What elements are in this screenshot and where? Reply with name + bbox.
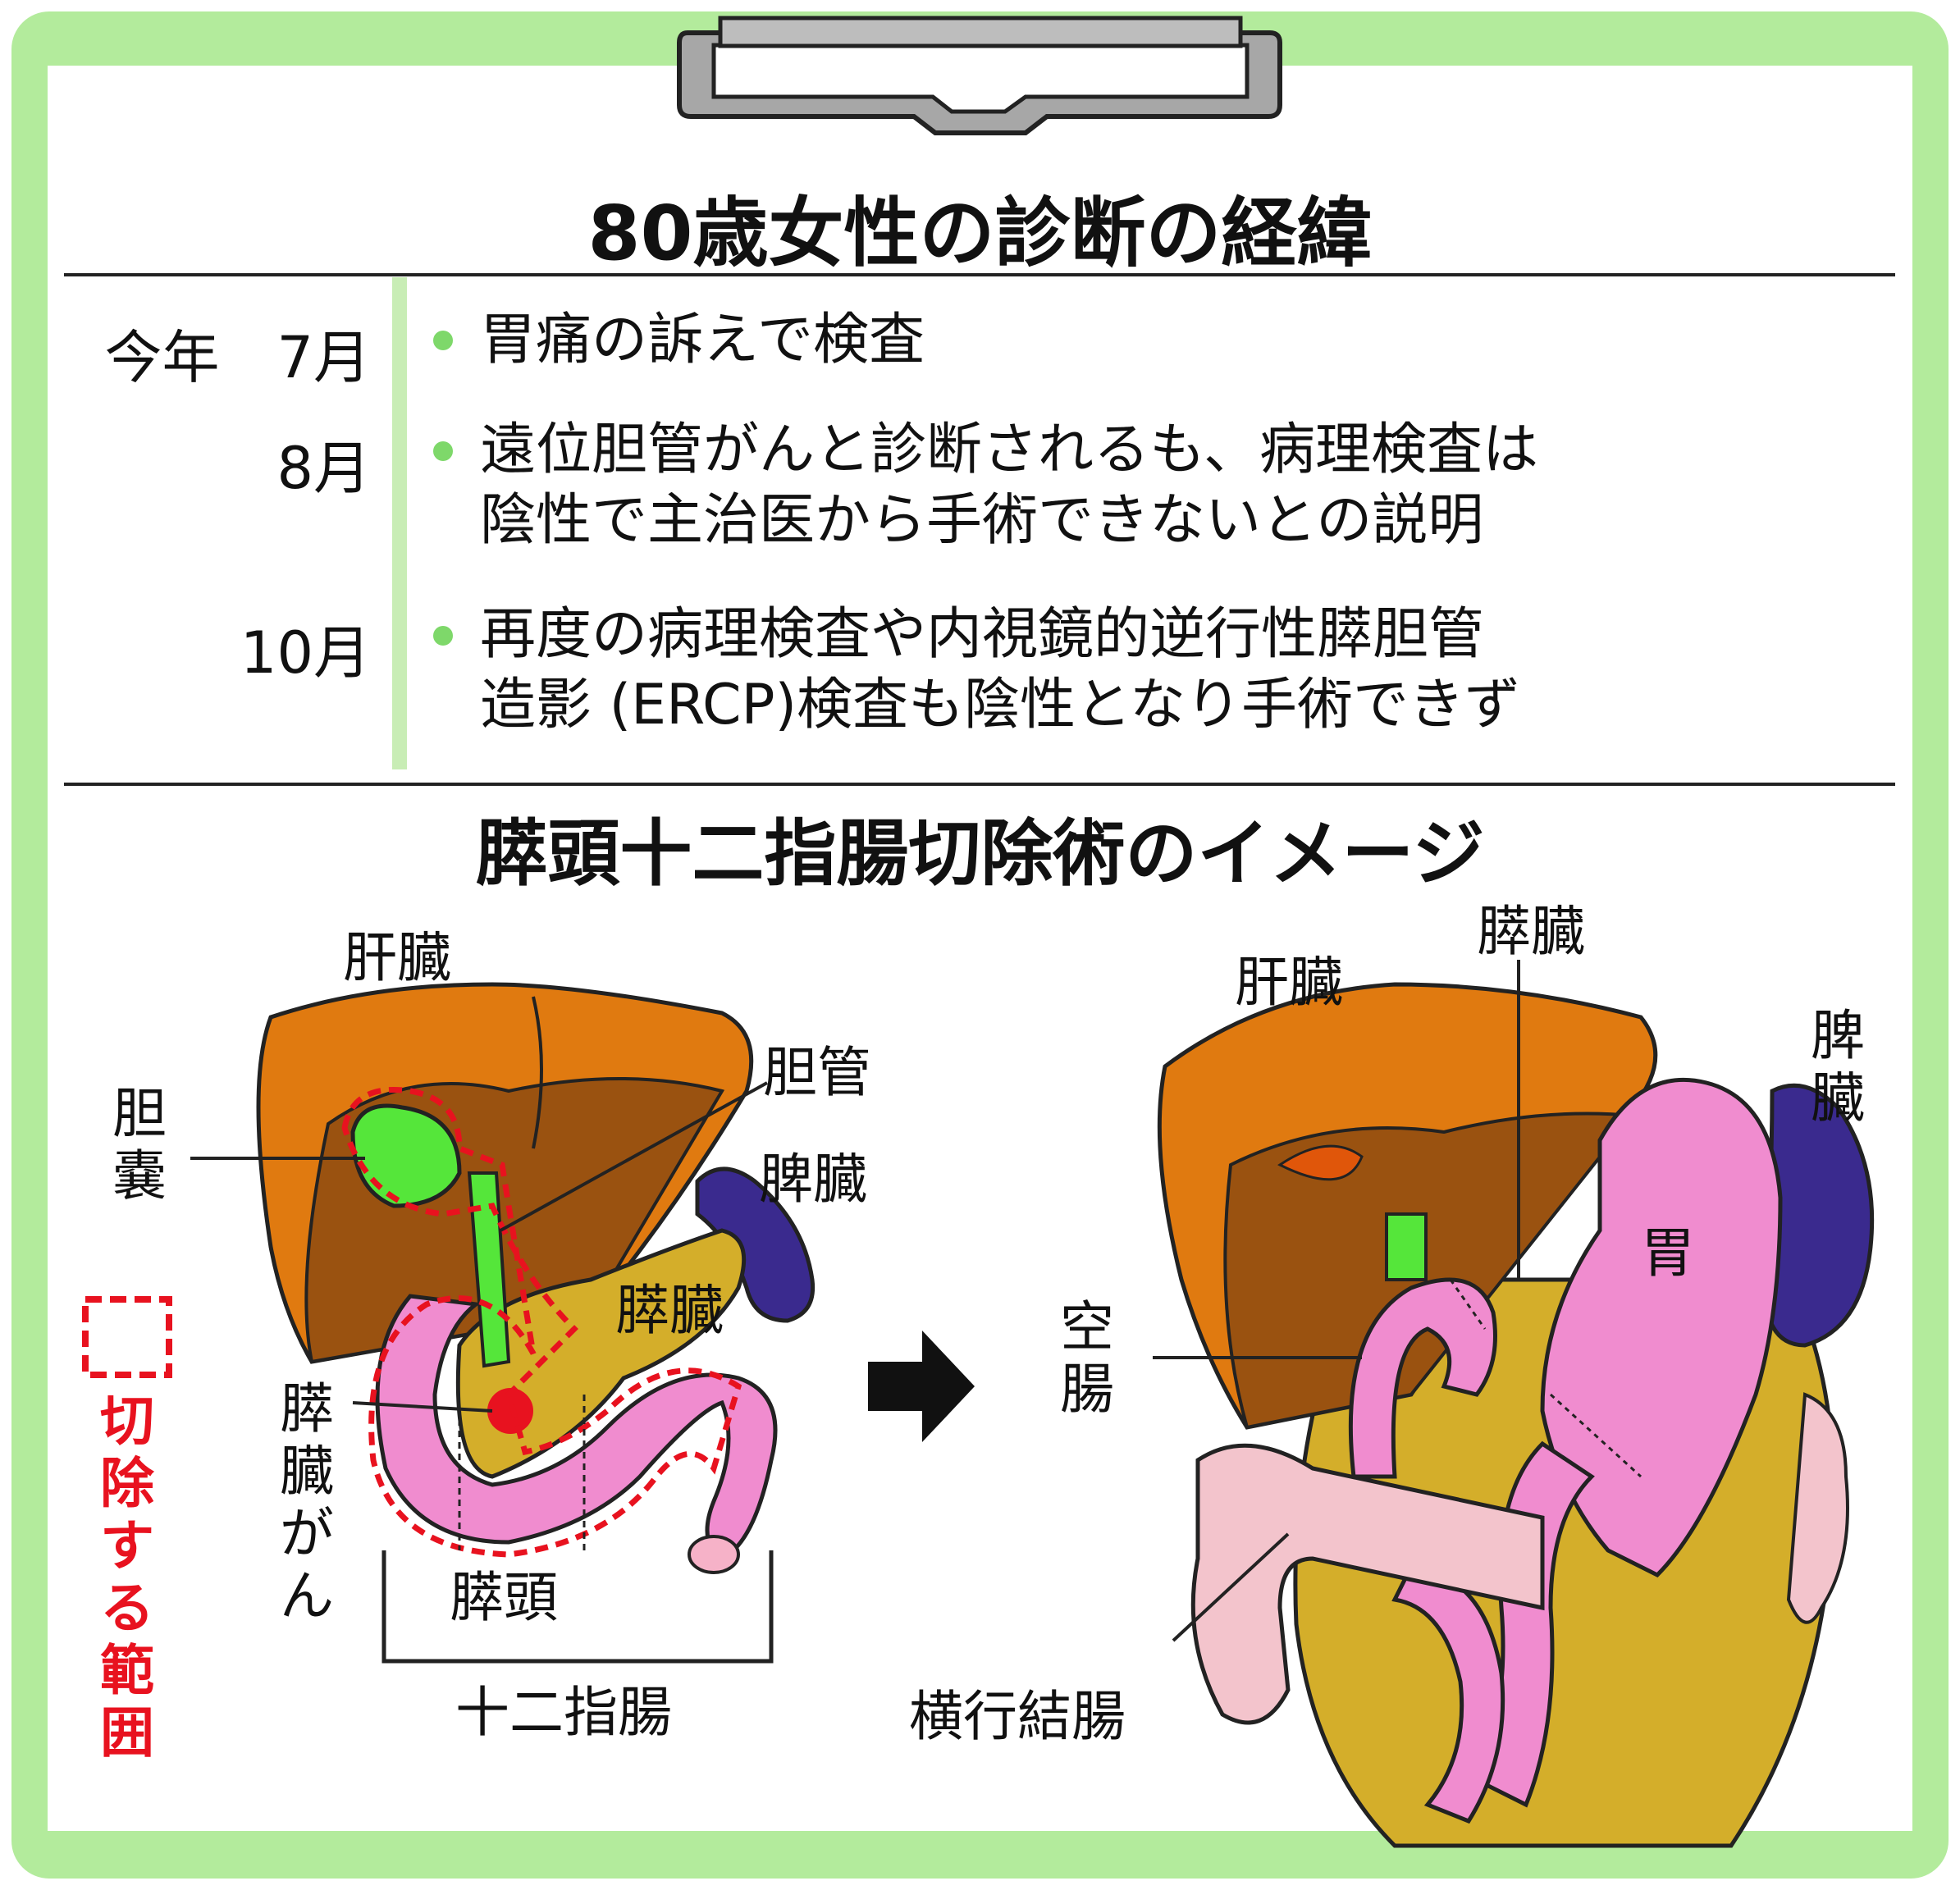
label-transverse-colon: 横行結腸	[909, 1685, 1126, 1748]
label-bile-duct: 胆管	[763, 1041, 871, 1104]
clipboard-clip-icon	[677, 16, 1282, 135]
timeline-date-july: 今年 7月	[104, 324, 371, 391]
timeline-line: 再度の病理検査や内視鏡的逆行性膵胆管	[480, 602, 1485, 667]
timeline-line: 造影 (ERCP)検査も陰性となり手術できず	[480, 673, 1520, 737]
label-liver-before: 肝臓	[343, 926, 451, 989]
timeline-line: 遠位胆管がんと診断されるも、病理検査は	[480, 418, 1538, 482]
label-pancreas-after: 膵臓	[1477, 900, 1585, 963]
label-jejunum: 空腸	[1060, 1295, 1114, 1421]
label-gallbladder: 胆嚢	[112, 1082, 167, 1208]
divider-middle	[64, 783, 1895, 786]
timeline-line: 胃痛の訴えで検査	[480, 308, 925, 372]
timeline-entry-august: 遠位胆管がんと診断されるも、病理検査は 陰性で主治医から手術できないとの説明	[480, 415, 1538, 556]
jejunum-shape	[1348, 1277, 1497, 1479]
label-pancreas-head: 膵頭	[450, 1566, 558, 1629]
timeline-date-august: 8月	[276, 435, 371, 502]
gallbladder-before-shape	[350, 1103, 462, 1208]
timeline-bar	[392, 277, 407, 769]
divider-top	[64, 273, 1895, 276]
timeline-date-october: 10月	[240, 619, 371, 687]
stomach-shape	[1540, 1077, 1783, 1578]
timeline-entry-july: 胃痛の訴えで検査	[480, 305, 925, 376]
bullet-icon	[433, 626, 453, 646]
label-duodenum: 十二指腸	[455, 1681, 672, 1744]
label-spleen-after: 脾臓	[1811, 1004, 1865, 1130]
section-title: 膵頭十二指腸切除術のイメージ	[475, 811, 1485, 896]
bullet-icon	[433, 441, 453, 461]
label-liver-after: 肝臓	[1235, 951, 1343, 1014]
right-arrow-icon	[868, 1331, 975, 1442]
label-stomach: 胃	[1641, 1221, 1695, 1285]
legend-dashed-box	[82, 1296, 172, 1378]
label-pancreas-before: 膵臓	[615, 1279, 724, 1342]
timeline-entry-october: 再度の病理検査や内視鏡的逆行性膵胆管 造影 (ERCP)検査も陰性となり手術でき…	[480, 600, 1520, 741]
bile-duct-before-shape	[467, 1171, 511, 1368]
timeline-line: 陰性で主治医から手術できないとの説明	[480, 488, 1484, 553]
bile-duct-after-shape	[1385, 1212, 1428, 1281]
transverse-colon-shape	[1190, 1443, 1545, 1725]
label-spleen-before: 脾臓	[759, 1148, 867, 1211]
label-pancreatic-cancer: 膵臓がん	[280, 1377, 334, 1628]
legend-excision-label: 切除する範囲	[100, 1390, 154, 1764]
page-title: 80歳女性の診断の経緯	[587, 189, 1373, 277]
bullet-icon	[433, 331, 453, 350]
excision-range-outline	[341, 1087, 742, 1558]
pancreatic-cancer-dot	[487, 1388, 533, 1434]
